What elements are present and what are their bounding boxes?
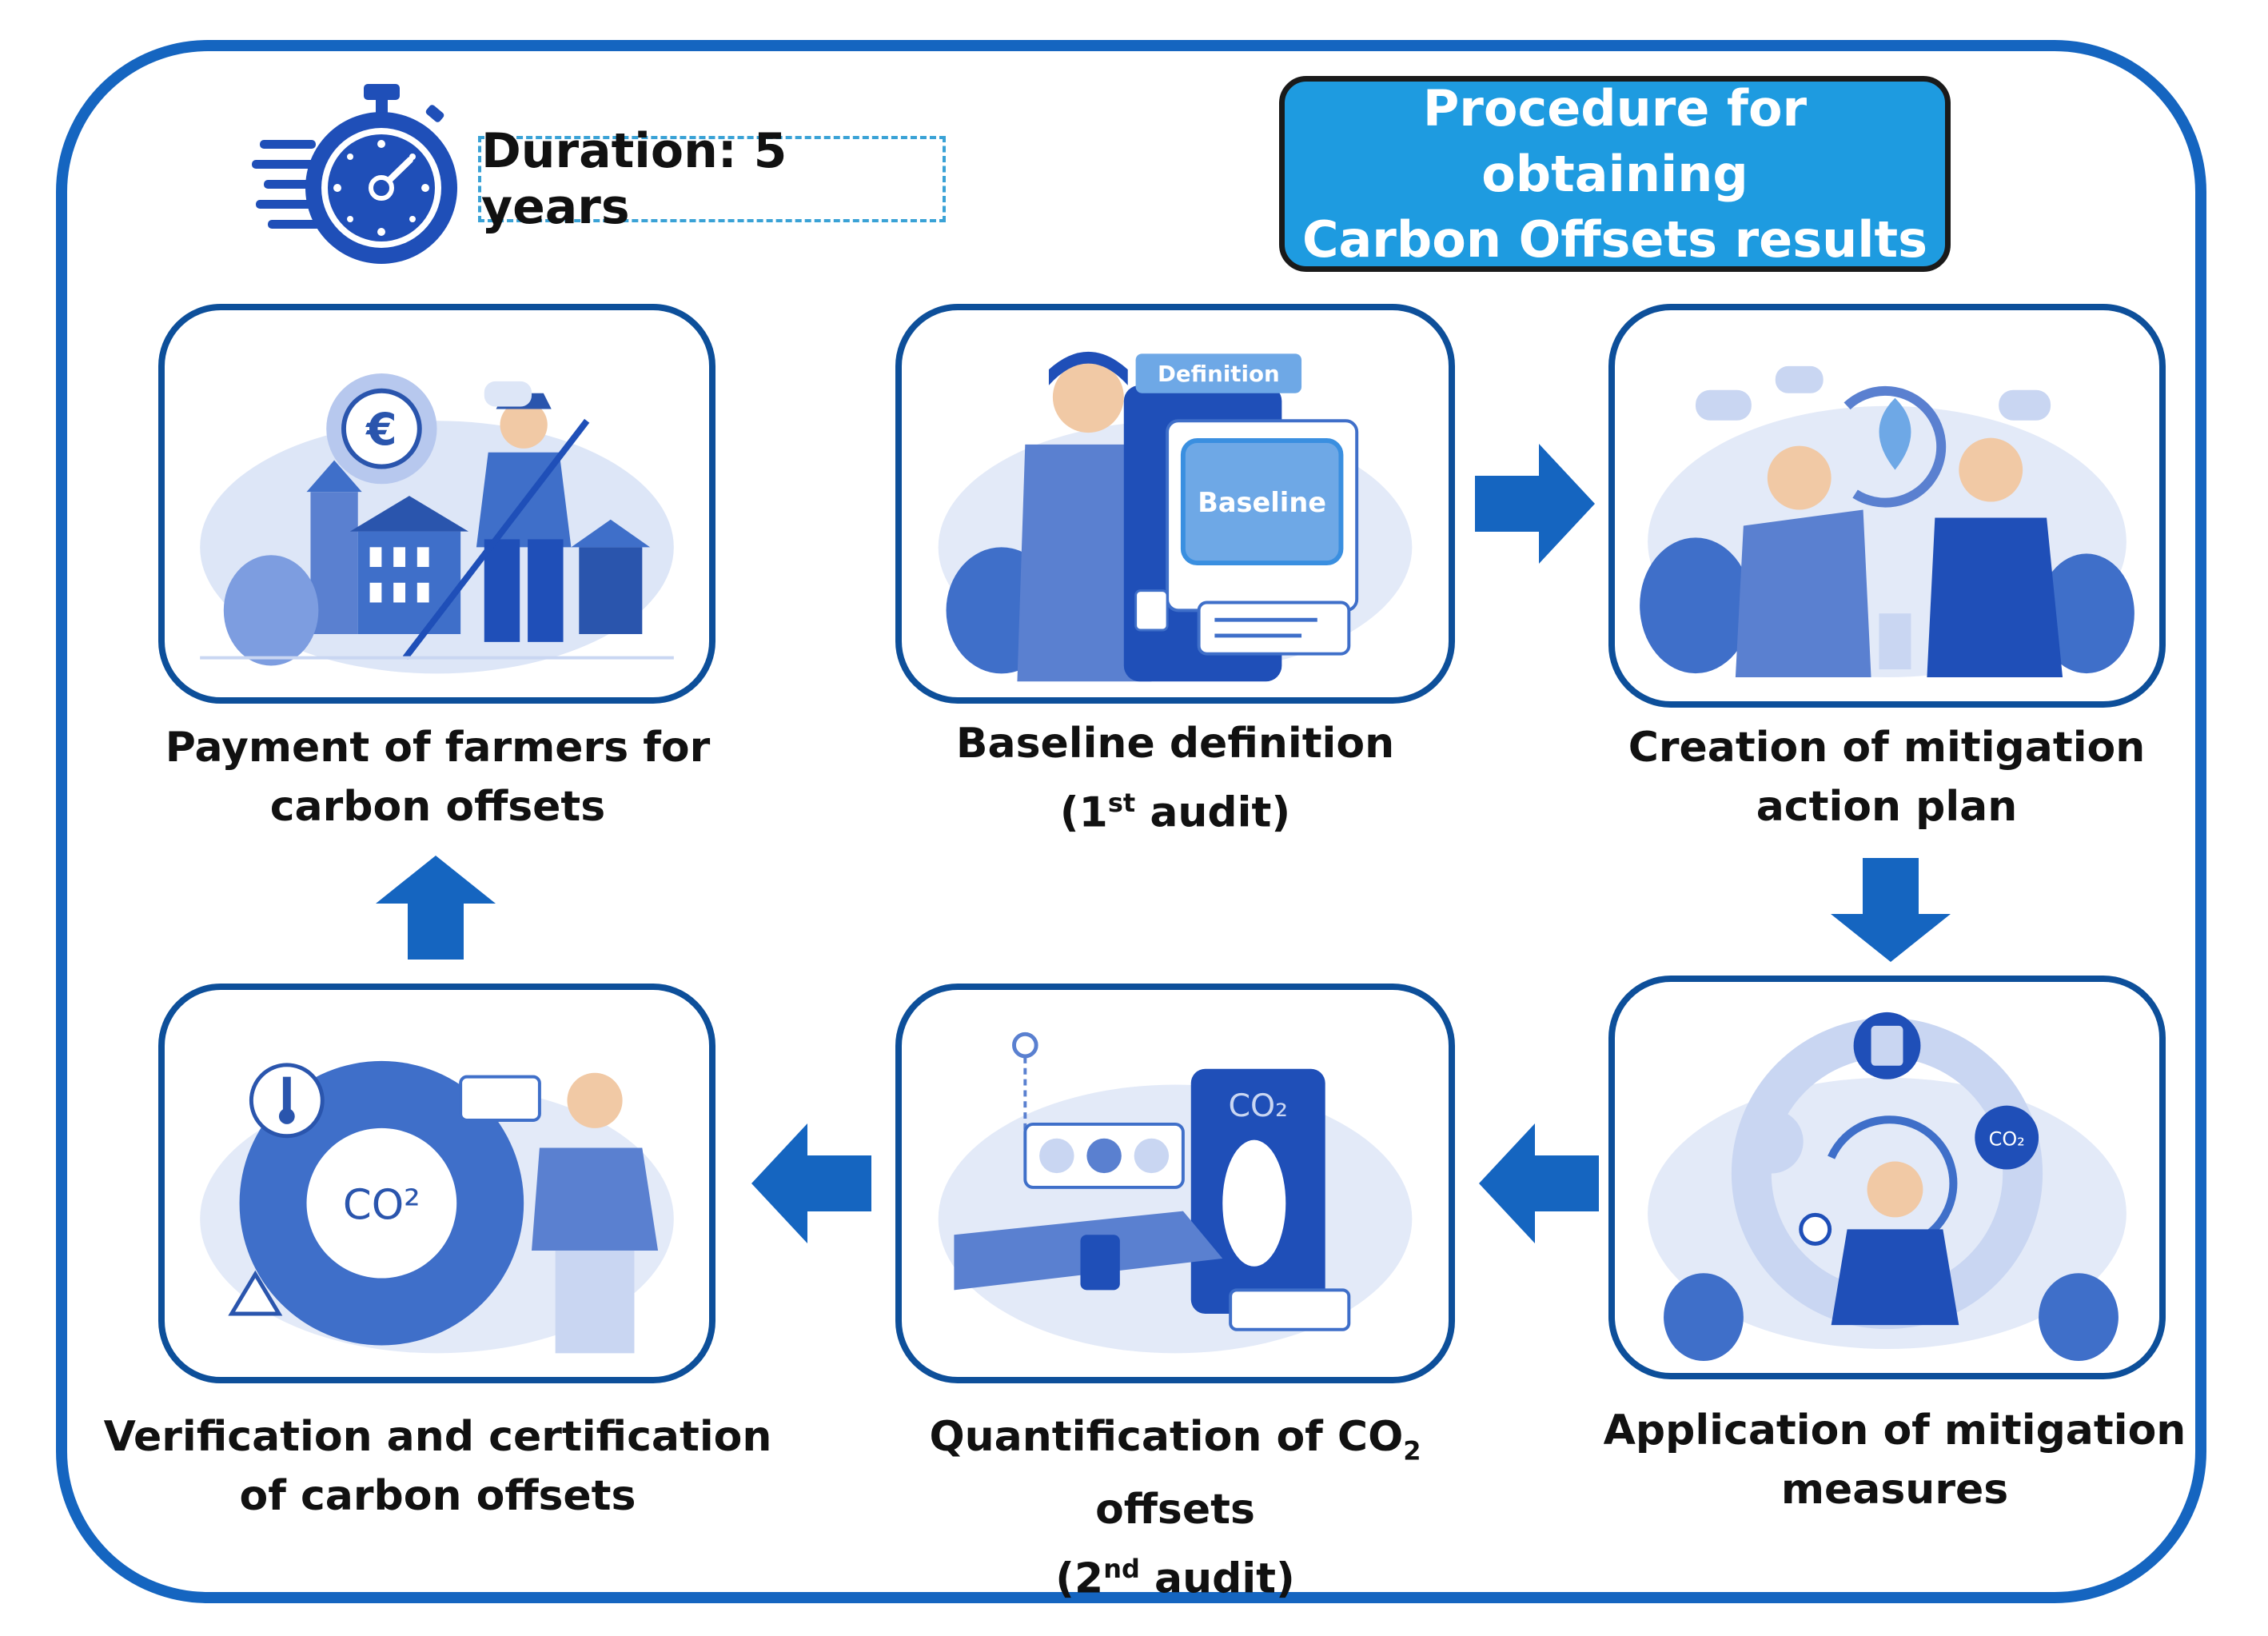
creation-label: Creation of mitigation action plan bbox=[1567, 718, 2206, 836]
quantification-label-line-1: Quantification of CO2 offsets bbox=[847, 1407, 1503, 1539]
globe-co2-label: CO² bbox=[343, 1181, 421, 1229]
quantification-card: CO₂ bbox=[895, 984, 1455, 1383]
outer-frame bbox=[56, 40, 2206, 1603]
audit-word: audit bbox=[1150, 788, 1272, 837]
farmer-illustration: € bbox=[200, 373, 674, 674]
audit-suffix: nd bbox=[1103, 1554, 1140, 1585]
quantification-label: Quantification of CO2 offsets (2nd audit… bbox=[847, 1407, 1503, 1609]
quantification-subscript: 2 bbox=[1403, 1435, 1421, 1466]
creation-illustration bbox=[1640, 365, 2134, 678]
baseline-illustration: Definition Baseline bbox=[938, 351, 1413, 682]
title-box: Procedure for obtaining Carbon Offsets r… bbox=[1279, 76, 1951, 272]
screen-definition-tag: Definition bbox=[1158, 361, 1280, 387]
co2-badge-label: CO₂ bbox=[1989, 1128, 2025, 1151]
arrow-down bbox=[1831, 858, 1951, 962]
application-card: CO₂ bbox=[1608, 976, 2166, 1379]
screen-baseline-label: Baseline bbox=[1198, 487, 1326, 518]
audit-number: 1 bbox=[1078, 788, 1108, 837]
creation-label-line-2: action plan bbox=[1756, 783, 2018, 831]
verification-label-line-2: of carbon offsets bbox=[239, 1472, 636, 1520]
payment-card: € bbox=[158, 304, 715, 704]
title-line-1: Procedure for obtaining bbox=[1422, 78, 1808, 203]
payment-label: Payment of farmers for carbon offsets bbox=[112, 718, 763, 836]
quantification-illustration: CO₂ bbox=[938, 1031, 1413, 1354]
arrow-right bbox=[1475, 444, 1595, 564]
audit-number: 2 bbox=[1074, 1554, 1104, 1603]
application-label: Application of mitigation measures bbox=[1591, 1401, 2198, 1519]
baseline-label-line-1: Baseline definition bbox=[955, 720, 1395, 768]
duration-box: Duration: 5 years bbox=[478, 123, 946, 235]
quantification-text-pre: Quantification of CO bbox=[929, 1413, 1404, 1461]
verification-label: Verification and certification of carbon… bbox=[80, 1407, 795, 1526]
duration-text: Duration: 5 years bbox=[481, 123, 787, 235]
quantification-text-post: offsets bbox=[1095, 1486, 1255, 1534]
euro-symbol: € bbox=[365, 405, 397, 456]
arrow-up bbox=[376, 856, 496, 960]
baseline-card: Definition Baseline bbox=[895, 304, 1455, 704]
application-label-line-2: measures bbox=[1780, 1466, 2009, 1514]
quantification-label-line-2: (2nd audit) bbox=[1055, 1554, 1295, 1603]
verification-card: CO² bbox=[158, 984, 715, 1383]
title-line-2: Carbon Offsets results bbox=[1301, 209, 1928, 269]
application-label-line-1: Application of mitigation bbox=[1603, 1407, 2186, 1454]
creation-label-line-1: Creation of mitigation bbox=[1628, 724, 2146, 772]
baseline-label-line-2: (1st audit) bbox=[1059, 788, 1291, 837]
phone-co2-label: CO₂ bbox=[1228, 1087, 1288, 1124]
verification-illustration: CO² bbox=[200, 1060, 674, 1354]
arrow-left-lower-right bbox=[1479, 1123, 1599, 1243]
audit-suffix: st bbox=[1107, 788, 1136, 818]
payment-label-line-1: Payment of farmers for bbox=[165, 724, 711, 772]
stopwatch-icon bbox=[252, 84, 468, 268]
payment-label-line-2: carbon offsets bbox=[269, 783, 606, 831]
baseline-label: Baseline definition (1st audit) bbox=[863, 714, 1487, 842]
arrow-left-lower-middle bbox=[751, 1123, 871, 1243]
creation-card bbox=[1608, 304, 2166, 708]
application-illustration: CO₂ bbox=[1648, 1012, 2126, 1362]
audit-word: audit bbox=[1154, 1554, 1276, 1603]
verification-label-line-1: Verification and certification bbox=[103, 1413, 772, 1461]
